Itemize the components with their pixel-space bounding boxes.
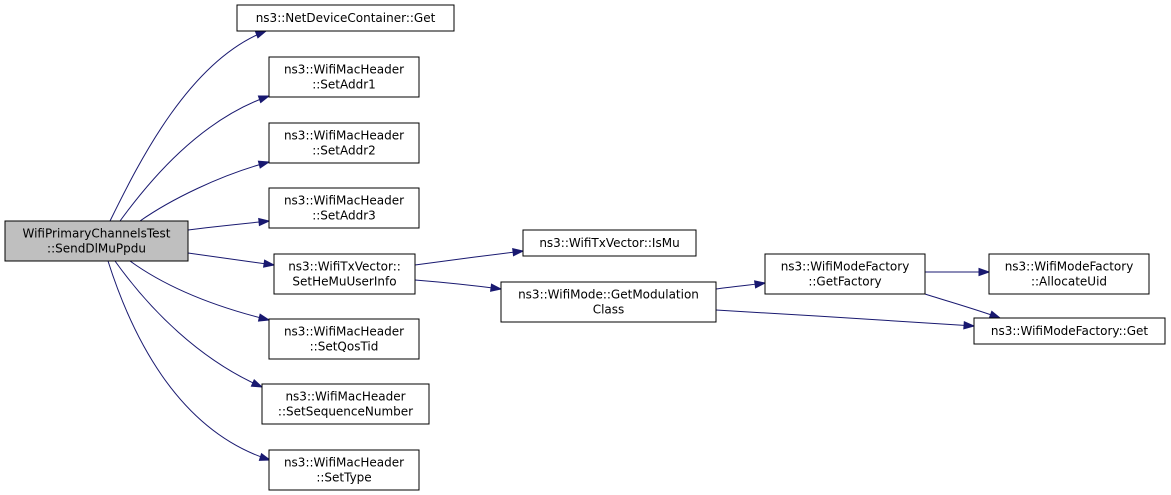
node-label: ::SetType: [316, 471, 371, 485]
arrowhead: [978, 267, 991, 277]
arrowhead: [257, 313, 271, 322]
node-box: [973, 317, 1166, 345]
edge-getfactory-to-allocuid: [925, 267, 991, 277]
node-label: SetHeMuUserInfo: [292, 275, 396, 289]
node-addr3[interactable]: ns3::WifiMacHeader::SetAddr3: [268, 187, 420, 229]
node-label: ns3::NetDeviceContainer::Get: [256, 11, 436, 25]
node-label: ns3::WifiMacHeader: [284, 63, 404, 77]
node-label: ::SetAddr2: [312, 144, 376, 158]
node-box: [4, 220, 189, 262]
edge-line: [107, 260, 271, 461]
edges-layer: [107, 30, 1002, 461]
edge-line: [119, 95, 270, 222]
arrowhead: [263, 259, 276, 268]
node-label: ns3::WifiMacHeader: [284, 194, 404, 208]
arrowhead: [963, 321, 976, 330]
arrowhead: [258, 217, 271, 227]
node-box: [522, 229, 697, 257]
node-label: ::AllocateUid: [1031, 275, 1107, 289]
node-label: ns3::WifiModeFactory: [1005, 260, 1134, 274]
edge-root-to-addr2: [139, 160, 271, 222]
node-root[interactable]: WifiPrimaryChannelsTest::SendDlMuPpdu: [4, 220, 189, 262]
node-box: [988, 253, 1150, 295]
edge-getfactory-to-wmf_get: [924, 293, 1002, 319]
node-allocuid[interactable]: ns3::WifiModeFactory::AllocateUid: [988, 253, 1150, 295]
edge-line: [187, 220, 270, 231]
node-label: ns3::WifiMacHeader: [284, 129, 404, 143]
node-hemu[interactable]: ns3::WifiTxVector::SetHeMuUserInfo: [273, 253, 416, 295]
node-ismu[interactable]: ns3::WifiTxVector::IsMu: [522, 229, 697, 257]
node-label: ::SetAddr1: [312, 78, 376, 92]
node-box: [268, 318, 420, 360]
node-box: [268, 122, 420, 164]
arrowhead: [490, 283, 503, 292]
node-box: [268, 56, 420, 98]
edge-getmod-to-getfactory: [715, 280, 767, 290]
node-box: [268, 187, 420, 229]
node-label: ::SetQosTid: [310, 340, 379, 354]
node-label: ::GetFactory: [808, 275, 881, 289]
arrowhead: [257, 95, 271, 104]
node-label: ns3::WifiModeFactory: [781, 260, 910, 274]
edge-line: [187, 252, 275, 266]
edge-root-to-settype: [107, 260, 272, 461]
node-box: [268, 449, 420, 491]
edge-root-to-addr1: [119, 95, 271, 222]
edge-root-to-qostid: [129, 260, 271, 322]
node-qostid[interactable]: ns3::WifiMacHeader::SetQosTid: [268, 318, 420, 360]
node-label: ns3::WifiMacHeader: [284, 325, 404, 339]
node-label: ::SetAddr3: [312, 209, 376, 223]
arrowhead: [754, 280, 767, 289]
edge-line: [414, 250, 524, 266]
node-label: ns3::WifiMacHeader: [284, 456, 404, 470]
edge-root-to-seqnum: [114, 260, 264, 388]
node-box: [764, 253, 926, 295]
edge-hemu-to-getmod: [414, 279, 503, 292]
edge-line: [109, 30, 267, 222]
arrowhead: [250, 378, 264, 388]
edge-line: [114, 260, 263, 388]
node-getfactory[interactable]: ns3::WifiModeFactory::GetFactory: [764, 253, 926, 295]
edge-hemu-to-ismu: [414, 248, 525, 266]
arrowhead: [988, 310, 1002, 319]
node-box: [261, 383, 430, 425]
node-label: ns3::WifiMode::GetModulation: [518, 288, 699, 302]
node-wmf_get[interactable]: ns3::WifiModeFactory::Get: [973, 317, 1166, 345]
node-box: [273, 253, 416, 295]
nodes-layer: WifiPrimaryChannelsTest::SendDlMuPpduns3…: [4, 4, 1166, 491]
edge-root-to-hemu: [187, 252, 276, 268]
arrowhead: [257, 160, 271, 169]
edge-line: [139, 161, 270, 222]
edge-line: [414, 279, 502, 290]
node-label: ns3::WifiModeFactory::Get: [991, 324, 1148, 338]
arrowhead: [254, 30, 268, 39]
node-addr2[interactable]: ns3::WifiMacHeader::SetAddr2: [268, 122, 420, 164]
node-seqnum[interactable]: ns3::WifiMacHeader::SetSequenceNumber: [261, 383, 430, 425]
arrowhead: [258, 452, 272, 461]
node-box: [500, 281, 717, 323]
edge-root-to-addr3: [187, 217, 271, 231]
node-addr1[interactable]: ns3::WifiMacHeader::SetAddr1: [268, 56, 420, 98]
edge-getmod-to-wmf_get: [715, 309, 976, 330]
node-label: ::SetSequenceNumber: [278, 405, 413, 419]
node-box: [236, 4, 455, 32]
node-label: WifiPrimaryChannelsTest: [22, 227, 170, 241]
node-label: ns3::WifiTxVector::IsMu: [539, 236, 679, 250]
node-label: Class: [593, 303, 625, 317]
edge-line: [924, 293, 1001, 319]
node-label: ns3::WifiMacHeader: [285, 390, 405, 404]
edge-line: [715, 309, 975, 327]
node-settype[interactable]: ns3::WifiMacHeader::SetType: [268, 449, 420, 491]
node-label: ::SendDlMuPpdu: [47, 242, 146, 256]
node-label: ns3::WifiTxVector::: [288, 260, 401, 274]
arrowhead: [512, 248, 525, 257]
node-ndc_get[interactable]: ns3::NetDeviceContainer::Get: [236, 4, 455, 32]
edge-line: [129, 260, 270, 321]
